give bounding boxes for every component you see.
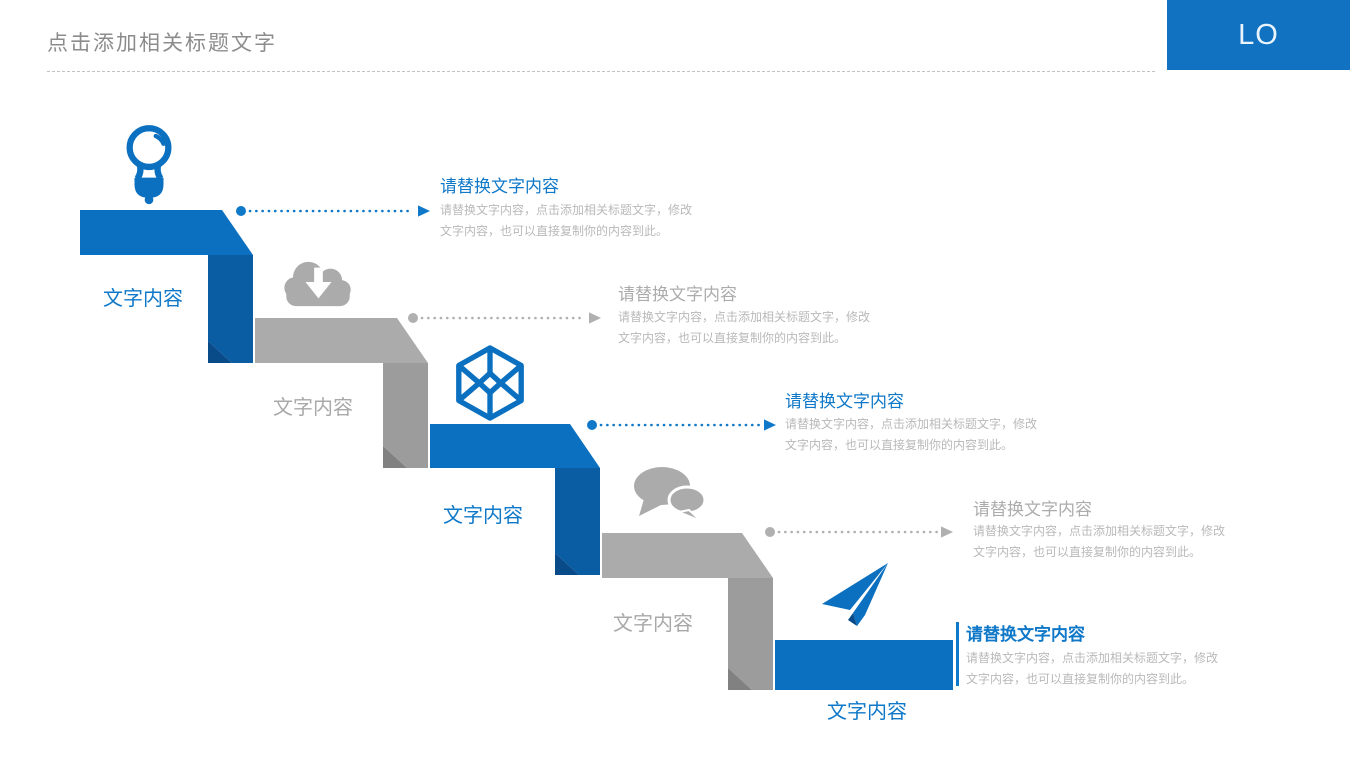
logo-box[interactable]: LO (1167, 0, 1350, 70)
step-2-leader (408, 312, 601, 324)
step-2-label[interactable]: 文字内容 (273, 397, 353, 419)
step-4-fold (728, 668, 752, 690)
step-4-leader (765, 526, 953, 538)
step-4-body[interactable]: 请替换文字内容，点击添加相关标题文字，修改 文字内容，也可以直接复制你的内容到此… (973, 524, 1226, 559)
chat-bubbles-icon (634, 467, 707, 521)
step-5-title[interactable]: 请替换文字内容 (966, 625, 1085, 644)
step-1-title[interactable]: 请替换文字内容 (440, 177, 559, 196)
step-1-leader (236, 205, 430, 217)
logo-text: LO (1238, 18, 1279, 51)
step-1-fold (208, 341, 232, 363)
cloud-download-icon (284, 261, 351, 307)
page-title[interactable]: 点击添加相关标题文字 (47, 32, 277, 55)
step-5-bar (775, 640, 953, 690)
step-2-fold (383, 446, 407, 468)
step-3-label[interactable]: 文字内容 (443, 505, 523, 527)
step-4-connector (728, 578, 773, 690)
step-3-fold (555, 553, 579, 575)
step-1-label[interactable]: 文字内容 (103, 288, 183, 310)
step-4-title[interactable]: 请替换文字内容 (973, 500, 1092, 519)
step-5-body[interactable]: 请替换文字内容，点击添加相关标题文字，修改 文字内容，也可以直接复制你的内容到此… (966, 651, 1219, 686)
step-1-connector (208, 255, 253, 363)
paper-plane-icon (822, 563, 888, 626)
step-3-title[interactable]: 请替换文字内容 (785, 392, 904, 411)
step-3-bar (430, 424, 600, 468)
lightbulb-icon (126, 125, 172, 205)
step-1-bar (80, 210, 253, 255)
step-2-body[interactable]: 请替换文字内容，点击添加相关标题文字，修改 文字内容，也可以直接复制你的内容到此… (618, 310, 871, 345)
step-3-body[interactable]: 请替换文字内容，点击添加相关标题文字，修改 文字内容，也可以直接复制你的内容到此… (785, 417, 1038, 452)
step-4-bar (602, 533, 773, 578)
step-5-accent-rule (956, 622, 959, 686)
cube-icon (456, 345, 524, 421)
step-2-connector (383, 363, 428, 468)
step-2-title[interactable]: 请替换文字内容 (618, 285, 737, 304)
step-5-label[interactable]: 文字内容 (827, 701, 907, 723)
step-2-bar (255, 318, 428, 363)
step-3-leader (587, 419, 776, 431)
step-1-body[interactable]: 请替换文字内容，点击添加相关标题文字，修改 文字内容，也可以直接复制你的内容到此… (440, 203, 693, 238)
step-4-label[interactable]: 文字内容 (613, 613, 693, 635)
header-divider (47, 71, 1155, 72)
step-3-connector (555, 468, 600, 575)
